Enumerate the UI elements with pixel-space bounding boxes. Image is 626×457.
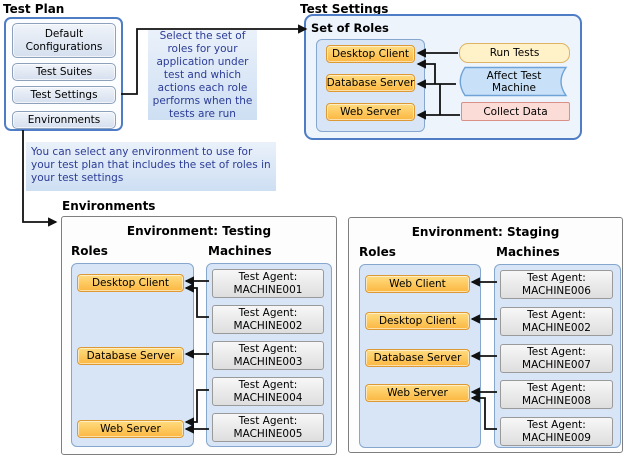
testing-roles-container: Desktop Client Database Server Web Serve…	[71, 263, 194, 447]
test-plan-item-environments: Environments	[12, 111, 116, 129]
machine-box: Test Agent: MACHINE005	[212, 413, 324, 442]
testing-machines-container: Test Agent: MACHINE001 Test Agent: MACHI…	[206, 263, 332, 447]
environment-testing-title: Environment: Testing	[126, 224, 272, 238]
roles-label: Roles	[359, 245, 396, 259]
test-plan-item-test-suites: Test Suites	[12, 63, 116, 81]
role-chip-desktop-client: Desktop Client	[365, 312, 470, 330]
machine-name: MACHINE002	[522, 321, 591, 334]
role-chip-web-server: Web Server	[326, 103, 415, 121]
environment-testing-box: Environment: Testing Roles Machines Desk…	[61, 216, 337, 455]
machine-prefix: Test Agent:	[238, 378, 298, 391]
role-chip-database-server: Database Server	[326, 74, 415, 92]
action-run-tests: Run Tests	[459, 43, 570, 63]
machine-name: MACHINE009	[522, 431, 591, 444]
environment-annotation: You can select any environment to use fo…	[26, 142, 276, 191]
role-chip-desktop-client: Desktop Client	[77, 274, 184, 292]
role-chip-database-server: Database Server	[365, 349, 470, 367]
machine-name: MACHINE008	[522, 394, 591, 407]
machine-name: MACHINE007	[522, 358, 591, 371]
machine-box: Test Agent: MACHINE007	[500, 344, 613, 373]
environment-staging-title: Environment: Staging	[411, 225, 560, 239]
machine-box: Test Agent: MACHINE002	[500, 307, 613, 336]
machine-prefix: Test Agent:	[238, 414, 298, 427]
machine-box: Test Agent: MACHINE003	[212, 341, 324, 370]
machine-name: MACHINE002	[233, 319, 303, 332]
machine-name: MACHINE003	[233, 355, 303, 368]
machine-prefix: Test Agent:	[527, 345, 586, 358]
machine-prefix: Test Agent:	[238, 306, 298, 319]
affect-shape	[459, 66, 568, 97]
machine-box: Test Agent: MACHINE008	[500, 380, 613, 409]
machine-box: Test Agent: MACHINE001	[212, 269, 324, 298]
machine-prefix: Test Agent:	[527, 308, 586, 321]
machine-prefix: Test Agent:	[527, 418, 586, 431]
test-plan-item-default-configurations: Default Configurations	[12, 23, 116, 58]
machine-prefix: Test Agent:	[238, 342, 298, 355]
machine-box: Test Agent: MACHINE006	[500, 270, 613, 299]
machines-label: Machines	[208, 244, 272, 258]
action-collect-data: Collect Data	[461, 102, 570, 121]
action-affect-test-machine: Affect Test Machine	[454, 66, 574, 97]
staging-machines-container: Test Agent: MACHINE006 Test Agent: MACHI…	[494, 264, 621, 448]
machine-name: MACHINE006	[522, 284, 591, 297]
staging-roles-container: Web Client Desktop Client Database Serve…	[359, 264, 481, 448]
machine-box: Test Agent: MACHINE002	[212, 305, 324, 334]
test-plan-item-test-settings: Test Settings	[12, 86, 116, 104]
machine-box: Test Agent: MACHINE004	[212, 377, 324, 406]
machine-prefix: Test Agent:	[527, 271, 586, 284]
machine-name: MACHINE004	[233, 391, 303, 404]
test-plan-heading: Test Plan	[3, 2, 65, 16]
environment-staging-box: Environment: Staging Roles Machines Web …	[348, 217, 623, 453]
machine-prefix: Test Agent:	[238, 270, 298, 283]
roles-annotation: Select the set of roles for your applica…	[148, 30, 257, 120]
environments-heading: Environments	[62, 199, 156, 213]
test-settings-heading: Test Settings	[300, 2, 389, 16]
role-chip-web-server: Web Server	[77, 420, 184, 438]
test-plan-box: Default Configurations Test Suites Test …	[4, 17, 123, 131]
role-chip-database-server: Database Server	[77, 347, 184, 365]
role-chip-desktop-client: Desktop Client	[326, 45, 415, 63]
roles-label: Roles	[71, 244, 108, 258]
machine-prefix: Test Agent:	[527, 381, 586, 394]
set-of-roles-label: Set of Roles	[311, 21, 389, 35]
machines-label: Machines	[496, 245, 560, 259]
machine-name: MACHINE001	[233, 283, 303, 296]
role-chip-web-client: Web Client	[365, 275, 470, 293]
role-chip-web-server: Web Server	[365, 384, 470, 402]
affect-label: Affect Test Machine	[486, 69, 542, 94]
machine-name: MACHINE005	[233, 427, 303, 440]
machine-box: Test Agent: MACHINE009	[500, 417, 613, 446]
